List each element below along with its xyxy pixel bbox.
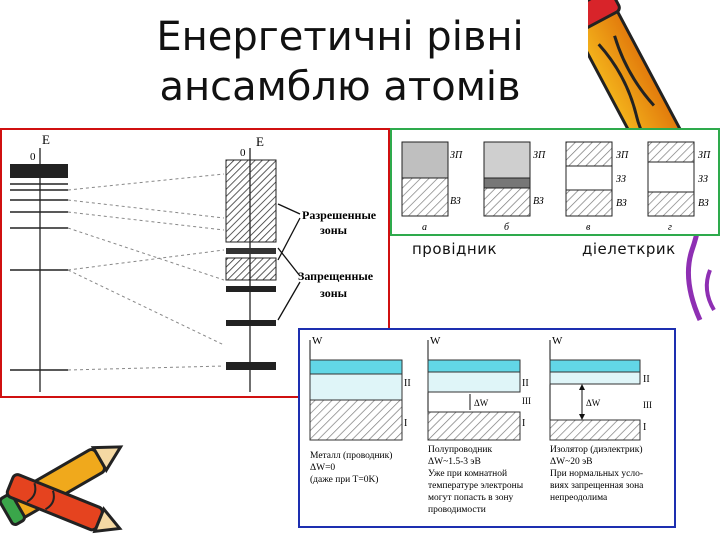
insulator-panel: W ΔW II III I Изолятор (диэлектрик) ΔW~2… bbox=[549, 335, 652, 503]
pencils-clipart-bottom-left bbox=[0, 445, 124, 534]
left-zero-label: 0 bbox=[30, 151, 36, 163]
svg-text:проводимости: проводимости bbox=[428, 505, 486, 515]
svg-text:ЗП: ЗП bbox=[533, 150, 546, 161]
left-axis-label: E bbox=[42, 132, 50, 147]
allowed-zones-label-1: Разрешенные bbox=[302, 208, 377, 222]
caption-dielectric: діелеткрик bbox=[582, 240, 676, 258]
band-panel-g: ЗП ЗЗ ВЗ г bbox=[647, 141, 711, 233]
svg-text:ΔW~1.5-3 эВ: ΔW~1.5-3 эВ bbox=[428, 457, 481, 467]
svg-text:III: III bbox=[522, 396, 531, 406]
svg-text:ЗП: ЗП bbox=[450, 150, 463, 161]
band-panel-a: ЗП ВЗ а bbox=[401, 141, 463, 233]
right-axis-label: E bbox=[256, 134, 264, 149]
svg-text:ЗЗ: ЗЗ bbox=[616, 174, 626, 185]
right-zero-label: 0 bbox=[240, 147, 246, 159]
metal-panel: W II I Металл (проводник) ΔW=0 (даже при… bbox=[309, 335, 411, 485]
svg-text:б: б bbox=[504, 222, 510, 233]
band-comparison-svg: W II I Металл (проводник) ΔW=0 (даже при… bbox=[309, 335, 652, 515]
svg-text:W: W bbox=[312, 335, 323, 347]
allowed-zones-label-2: зоны bbox=[320, 223, 348, 237]
svg-text:III: III bbox=[643, 400, 652, 410]
title-line-1: Енергетичні рівні bbox=[156, 14, 524, 60]
svg-text:W: W bbox=[552, 335, 563, 347]
svg-text:ВЗ: ВЗ bbox=[616, 198, 627, 209]
svg-text:температуре электроны: температуре электроны bbox=[428, 481, 524, 491]
forbidden-zones-label-2: зоны bbox=[320, 286, 348, 300]
band-panel-v: ЗП ЗЗ ВЗ в bbox=[565, 141, 629, 233]
energy-levels-diagram: E 0 E 0 bbox=[10, 132, 377, 392]
svg-text:I: I bbox=[643, 422, 646, 433]
svg-text:в: в bbox=[586, 222, 591, 233]
svg-text:Полупроводник: Полупроводник bbox=[428, 445, 492, 455]
forbidden-zones-label-1: Запрещенные bbox=[298, 269, 374, 283]
svg-text:При нормальных усло-: При нормальных усло- bbox=[550, 469, 643, 479]
svg-text:ЗЗ: ЗЗ bbox=[698, 174, 708, 185]
svg-text:II: II bbox=[522, 378, 529, 389]
svg-text:I: I bbox=[404, 418, 407, 429]
page-title: Енергетичні рівні ансамблю атомів bbox=[130, 12, 550, 112]
svg-text:Изолятор (диэлектрик): Изолятор (диэлектрик) bbox=[550, 444, 643, 455]
title-line-2: ансамблю атомів bbox=[159, 64, 521, 110]
svg-text:Уже при комнатной: Уже при комнатной bbox=[428, 468, 507, 479]
svg-text:II: II bbox=[643, 374, 650, 385]
svg-text:непреодолима: непреодолима bbox=[550, 493, 608, 503]
allowed-band-upper bbox=[225, 159, 277, 243]
svg-text:ЗП: ЗП bbox=[698, 150, 711, 161]
svg-text:Металл (проводник): Металл (проводник) bbox=[310, 450, 392, 461]
svg-text:ΔW=0: ΔW=0 bbox=[310, 463, 335, 473]
svg-text:ВЗ: ВЗ bbox=[450, 196, 461, 207]
svg-text:виях запрещенная зона: виях запрещенная зона bbox=[550, 481, 644, 491]
svg-text:ΔW: ΔW bbox=[474, 398, 489, 408]
semiconductor-panel: W ΔW II III I Полупроводник ΔW~1.5-3 эВ … bbox=[427, 335, 531, 515]
svg-text:могут попасть в зону: могут попасть в зону bbox=[428, 493, 514, 503]
svg-text:г: г bbox=[668, 222, 672, 233]
svg-text:ЗП: ЗП bbox=[616, 150, 629, 161]
svg-text:I: I bbox=[522, 418, 525, 429]
svg-text:II: II bbox=[404, 378, 411, 389]
band-panel-b: ЗП ВЗ б bbox=[483, 141, 546, 233]
band-diagrams-abvg: ЗП ВЗ а ЗП ВЗ б ЗП ЗЗ ВЗ в ЗП bbox=[390, 128, 720, 236]
svg-text:W: W bbox=[430, 335, 441, 347]
svg-text:ВЗ: ВЗ bbox=[533, 196, 544, 207]
band-comparison-figure: W II I Металл (проводник) ΔW=0 (даже при… bbox=[298, 328, 676, 528]
svg-text:а: а bbox=[422, 222, 427, 233]
band-panels-svg: ЗП ВЗ а ЗП ВЗ б ЗП ЗЗ ВЗ в ЗП bbox=[401, 141, 711, 233]
caption-conductor: провідник bbox=[412, 240, 498, 258]
svg-text:(даже при T=0K): (даже при T=0K) bbox=[310, 474, 378, 485]
energy-levels-figure: E 0 E 0 bbox=[0, 128, 390, 398]
svg-text:ΔW: ΔW bbox=[586, 398, 601, 408]
pencil-icon bbox=[5, 473, 123, 534]
svg-text:ВЗ: ВЗ bbox=[698, 198, 709, 209]
svg-text:ΔW~20 эВ: ΔW~20 эВ bbox=[550, 457, 593, 467]
